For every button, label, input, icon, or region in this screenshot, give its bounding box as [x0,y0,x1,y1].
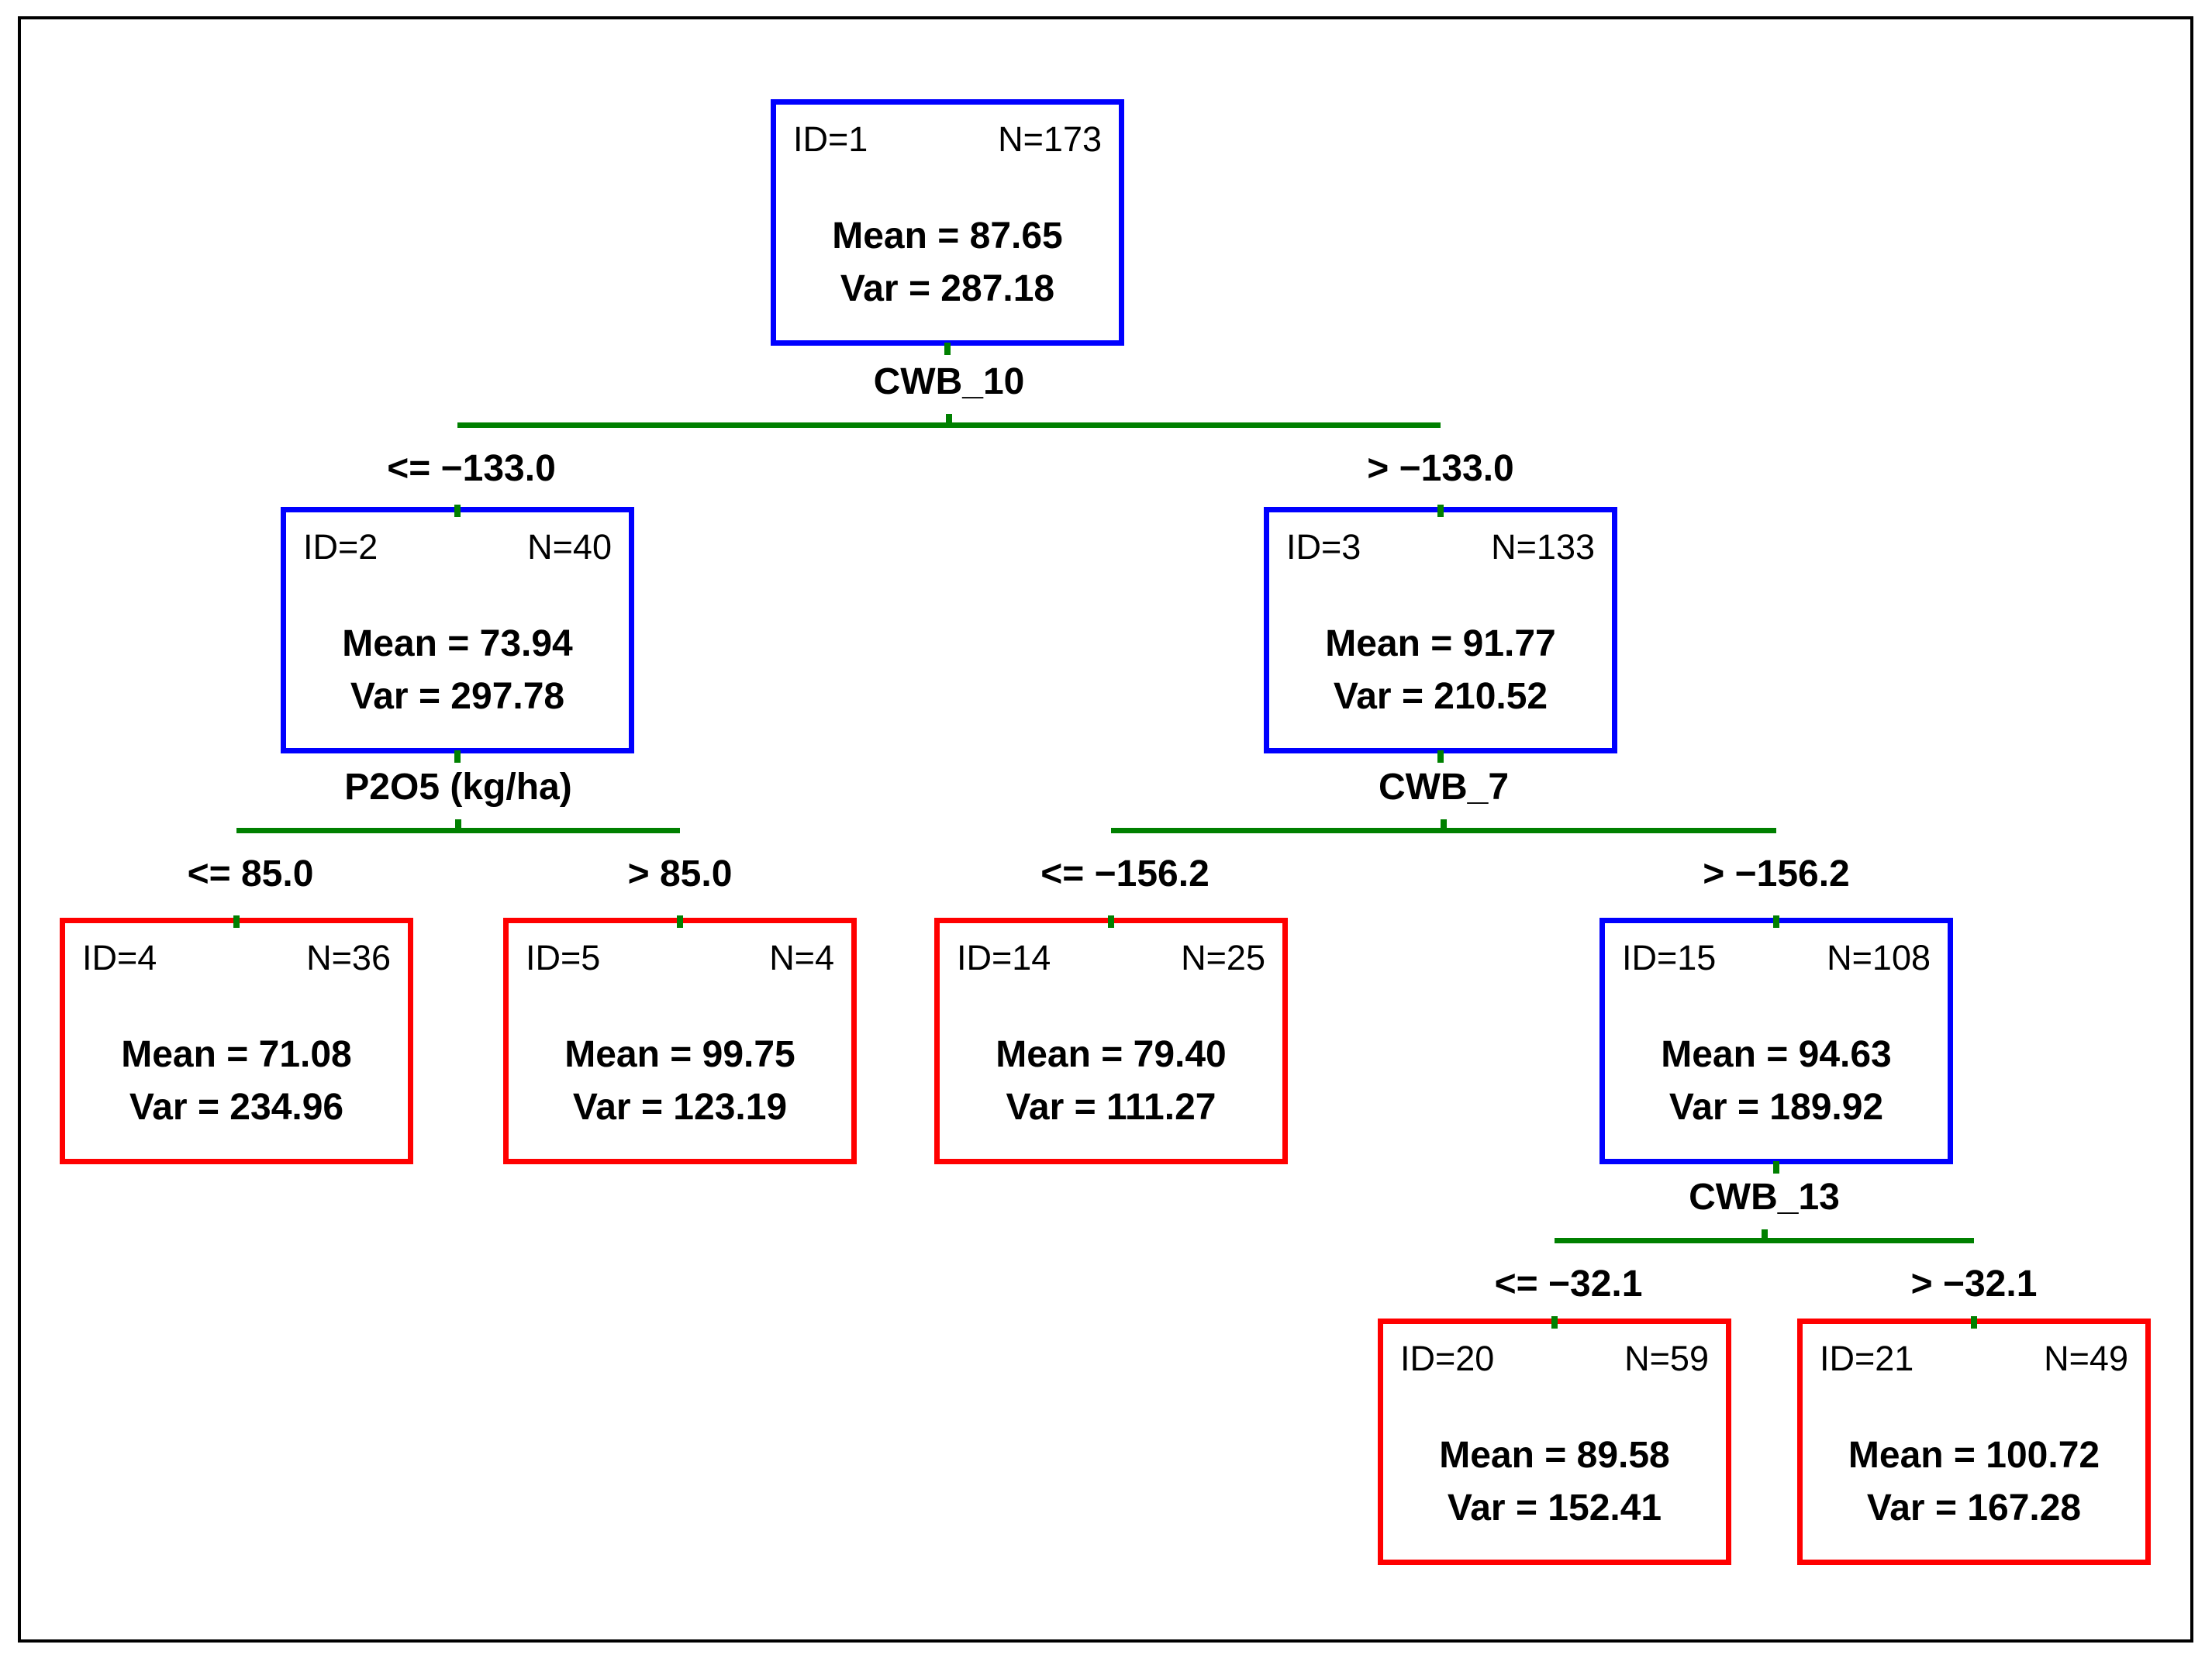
node-mean-label: Mean = 99.75 [564,1034,795,1075]
branch-connector-stub [1551,1316,1558,1329]
node-id-label: ID=4 [82,938,157,977]
node-header-row: ID=21 N=49 [1820,1341,2128,1376]
node-var-label: Var = 152.41 [1447,1487,1662,1529]
split-variable-label: CWB_10 [873,361,1025,402]
tree-node-20: ID=20 N=59 Mean = 89.58 Var = 152.41 [1378,1319,1731,1565]
node-id-label: ID=21 [1820,1339,1914,1378]
branch-connector-stub [1437,505,1444,517]
node-mean-label: Mean = 94.63 [1661,1034,1892,1075]
branch-connector-stub [454,750,461,763]
tree-node-5: ID=5 N=4 Mean = 99.75 Var = 123.19 [503,918,857,1164]
node-mean-label: Mean = 71.08 [121,1034,352,1075]
node-var-label: Var = 210.52 [1333,676,1548,717]
branch-connector-stub [1441,819,1447,829]
node-header-row: ID=2 N=40 [303,529,612,564]
node-var-label: Var = 234.96 [129,1087,344,1128]
node-n-label: N=108 [1827,938,1931,977]
branch-connector-stub [1108,915,1114,928]
node-header-row: ID=3 N=133 [1286,529,1595,564]
node-header-row: ID=4 N=36 [82,940,391,975]
node-mean-label: Mean = 87.65 [832,215,1063,257]
branch-connector-stub [1761,1229,1768,1239]
node-n-label: N=25 [1181,938,1265,977]
node-n-label: N=36 [306,938,391,977]
node-var-label: Var = 297.78 [350,676,565,717]
tree-node-2: ID=2 N=40 Mean = 73.94 Var = 297.78 [281,507,634,753]
node-id-label: ID=5 [526,938,601,977]
node-id-label: ID=2 [303,527,378,567]
branch-line [1555,1238,1974,1243]
node-mean-label: Mean = 91.77 [1325,623,1556,664]
node-id-label: ID=14 [957,938,1051,977]
node-n-label: N=40 [527,527,612,567]
node-var-label: Var = 189.92 [1668,1087,1884,1128]
tree-node-1: ID=1 N=173 Mean = 87.65 Var = 287.18 [771,99,1124,346]
tree-node-14: ID=14 N=25 Mean = 79.40 Var = 111.27 [934,918,1288,1164]
node-n-label: N=133 [1491,527,1595,567]
split-condition-right-label: > 85.0 [627,853,733,895]
node-mean-label: Mean = 79.40 [996,1034,1227,1075]
split-condition-right-label: > −133.0 [1367,448,1514,489]
branch-connector-stub [454,505,461,517]
split-condition-right-label: > −32.1 [1910,1263,2038,1305]
node-mean-label: Mean = 73.94 [342,623,573,664]
node-id-label: ID=3 [1286,527,1361,567]
branch-connector-stub [946,414,952,423]
node-n-label: N=59 [1624,1339,1709,1378]
node-header-row: ID=20 N=59 [1400,1341,1709,1376]
node-n-label: N=173 [998,119,1102,159]
branch-connector-stub [1773,915,1779,928]
branch-connector-stub [233,915,240,928]
node-var-label: Var = 123.19 [572,1087,788,1128]
node-var-label: Var = 287.18 [840,268,1055,309]
node-mean-label: Mean = 89.58 [1439,1435,1670,1476]
branch-connector-stub [455,819,461,829]
node-header-row: ID=5 N=4 [526,940,834,975]
split-condition-right-label: > −156.2 [1703,853,1850,895]
node-header-row: ID=1 N=173 [793,122,1102,157]
node-id-label: ID=1 [793,119,868,159]
node-var-label: Var = 167.28 [1866,1487,2082,1529]
node-id-label: ID=15 [1622,938,1717,977]
branch-connector-stub [1971,1316,1977,1329]
node-id-label: ID=20 [1400,1339,1495,1378]
split-variable-label: CWB_7 [1378,767,1510,808]
branch-line [236,828,680,833]
split-condition-left-label: <= −32.1 [1494,1263,1643,1305]
tree-node-15: ID=15 N=108 Mean = 94.63 Var = 189.92 [1599,918,1953,1164]
tree-node-4: ID=4 N=36 Mean = 71.08 Var = 234.96 [60,918,413,1164]
tree-node-21: ID=21 N=49 Mean = 100.72 Var = 167.28 [1797,1319,2151,1565]
node-var-label: Var = 111.27 [1006,1087,1216,1128]
branch-connector-stub [944,343,951,355]
branch-connector-stub [1773,1161,1779,1174]
outer-frame [18,16,2193,1643]
branch-connector-stub [1437,750,1444,763]
tree-node-3: ID=3 N=133 Mean = 91.77 Var = 210.52 [1264,507,1617,753]
node-n-label: N=49 [2044,1339,2128,1378]
split-condition-left-label: <= −156.2 [1040,853,1210,895]
branch-line [1111,828,1776,833]
split-condition-left-label: <= −133.0 [387,448,556,489]
branch-line [457,422,1441,428]
node-header-row: ID=14 N=25 [957,940,1265,975]
split-variable-label: P2O5 (kg/ha) [344,767,572,808]
branch-connector-stub [677,915,683,928]
split-condition-left-label: <= 85.0 [187,853,314,895]
split-variable-label: CWB_13 [1689,1177,1840,1218]
node-header-row: ID=15 N=108 [1622,940,1931,975]
node-n-label: N=4 [769,938,834,977]
node-mean-label: Mean = 100.72 [1848,1435,2100,1476]
